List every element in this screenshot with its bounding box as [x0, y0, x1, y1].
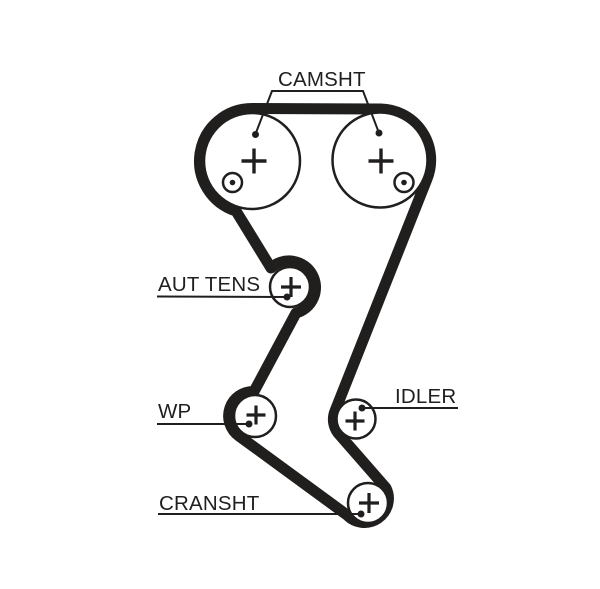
water-pump-center-cross-icon [246, 405, 266, 425]
auto-tensioner-leader-line [156, 295, 288, 298]
idler-leader-dot [358, 404, 366, 412]
camshaft-left-center-cross-icon [241, 148, 267, 174]
crankshaft-center-cross-icon [359, 493, 379, 513]
idler-label: IDLER [395, 385, 456, 408]
camshaft-left-leader-dot [252, 131, 259, 138]
auto-tensioner-center-cross-icon [281, 277, 301, 297]
water-pump-label: WP [158, 400, 191, 423]
crankshaft-leader-dot [357, 510, 365, 518]
water-pump-leader-dot [245, 420, 253, 428]
camshaft-left-alignment-circle-dot-icon [221, 171, 244, 194]
camshaft-right-alignment-circle-dot-icon [393, 171, 415, 194]
camshaft-leader-bracket [254, 90, 380, 135]
timing-belt-path [194, 103, 437, 528]
idler-center-cross-icon [345, 411, 365, 431]
crankshaft-label: CRANSHT [159, 492, 260, 515]
camshaft-right-leader-dot [375, 129, 383, 137]
auto-tensioner-leader-dot [283, 293, 291, 301]
auto-tensioner-label: AUT TENS [158, 273, 260, 296]
camshaft-label: CAMSHT [278, 68, 366, 91]
camshaft-right-center-cross-icon [368, 148, 394, 174]
